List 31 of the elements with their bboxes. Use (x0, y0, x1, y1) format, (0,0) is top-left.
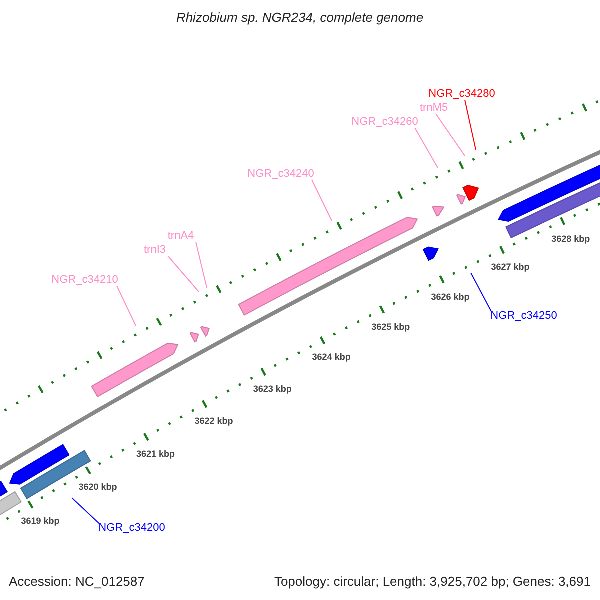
position-label: 3619 kbp (21, 517, 60, 526)
gene-label: NGR_c34240 (248, 169, 314, 180)
position-label: 3624 kbp (312, 353, 351, 362)
leader-line (196, 242, 208, 288)
gene-label: trnA4 (168, 231, 194, 242)
leader-line (436, 114, 466, 156)
leader-line (168, 256, 200, 292)
gene-label: NGR_c34200 (98, 523, 166, 534)
position-label: 3621 kbp (136, 450, 176, 459)
title: Rhizobium sp. NGR234, complete genome (175, 11, 425, 24)
leader-line (72, 498, 100, 524)
gene-label: trnI3 (144, 245, 166, 256)
position-label: 3628 kbp (552, 234, 590, 244)
leader-line (414, 128, 438, 168)
gene-label: NGR_c34210 (52, 275, 118, 286)
genome-info-text: Topology: circular; Length: 3,925,702 bp; Genes: 3,691 (274, 575, 591, 588)
gene-label: NGR_c34260 (352, 117, 418, 128)
leader-line (312, 180, 332, 222)
leader-line (470, 272, 492, 312)
gene-label: trnM5 (420, 103, 448, 114)
position-label: 3622 kbp (194, 416, 234, 426)
position-label: 3627 kbp (491, 263, 530, 272)
position-label: 3620 kbp (78, 482, 118, 492)
accession-text: Accession: NC_012587 (9, 575, 145, 588)
gene-label: NGR_c34250 (490, 311, 558, 322)
position-label: 3625 kbp (372, 322, 410, 332)
position-label: 3626 kbp (431, 292, 470, 302)
position-label: 3623 kbp (253, 384, 292, 394)
leader-line (464, 100, 476, 150)
gene-label: NGR_c34280 (428, 89, 496, 100)
leader-line (116, 286, 136, 326)
